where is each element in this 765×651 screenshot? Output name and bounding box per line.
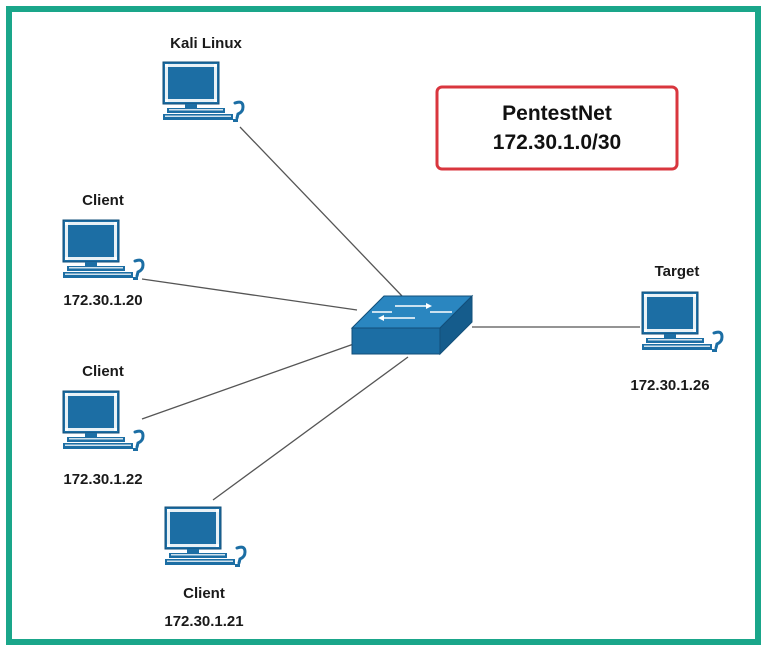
network-switch-icon[interactable] [350, 294, 474, 356]
computer-icon [61, 389, 145, 453]
node-kali[interactable]: Kali Linux [161, 35, 245, 124]
node-client-1[interactable]: Client 172.30.1.20 [61, 192, 145, 309]
node-client-2[interactable]: Client 172.30.1.22 [61, 363, 145, 488]
computer-icon [640, 290, 724, 354]
network-info-box: PentestNet 172.30.1.0/30 [435, 85, 679, 171]
node-ip: 172.30.1.26 [630, 377, 709, 394]
node-label: Client [82, 363, 124, 380]
node-target[interactable]: Target 172.30.1.26 [630, 263, 724, 394]
computer-icon [161, 60, 245, 124]
node-label: Client [82, 192, 124, 209]
node-client-3[interactable]: Client 172.30.1.21 [163, 505, 247, 630]
link-client2-switch [141, 339, 366, 420]
link-client1-switch [141, 278, 358, 311]
node-label: Client [183, 585, 225, 602]
network-subnet: 172.30.1.0/30 [493, 131, 621, 154]
node-label: Target [655, 263, 700, 280]
link-kali-switch [239, 126, 403, 297]
computer-icon [163, 505, 247, 569]
link-client3-switch [212, 356, 409, 501]
node-ip: 172.30.1.22 [63, 471, 142, 488]
node-ip: 172.30.1.20 [63, 292, 142, 309]
computer-icon [61, 218, 145, 282]
node-label: Kali Linux [170, 35, 242, 52]
node-ip: 172.30.1.21 [164, 613, 243, 630]
network-name: PentestNet [502, 102, 612, 125]
